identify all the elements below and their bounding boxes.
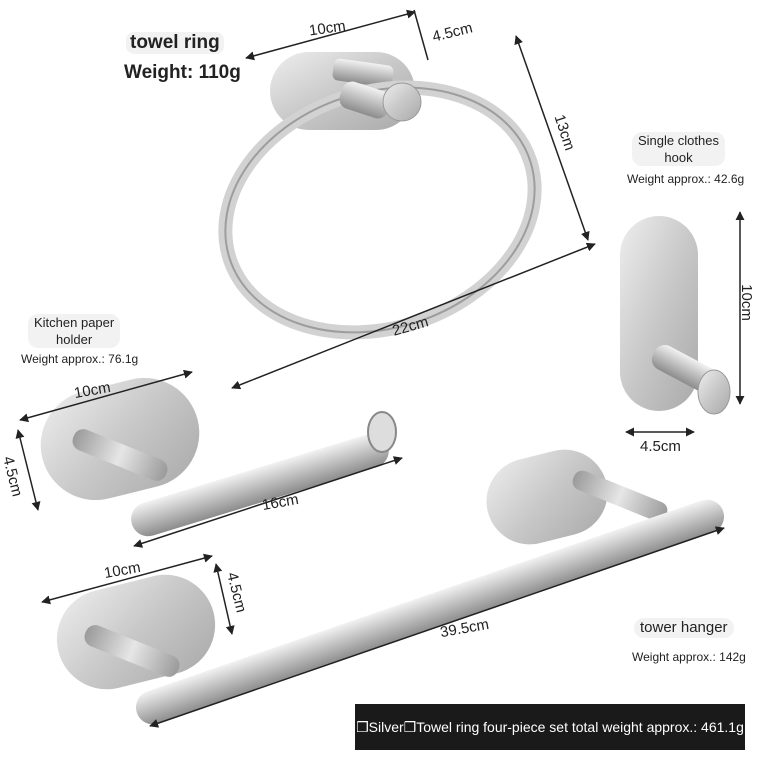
towel-ring-weight: Weight: 110g <box>124 62 241 83</box>
hook-height-label: 10cm <box>737 284 755 321</box>
towel-ring-illustration <box>218 52 542 340</box>
towel-bar-rod <box>135 499 725 725</box>
hook-weight: Weight approx.: 42.6g <box>627 172 745 186</box>
towel-ring-title: towel ring <box>126 32 224 54</box>
towel-ring-width-line <box>245 9 416 61</box>
paper-holder-width-line <box>19 369 193 423</box>
towel-ring-end-cap <box>382 82 422 122</box>
hook-end-cap <box>697 369 731 415</box>
towel-bar-weight: Weight approx.: 142g <box>632 650 746 664</box>
towel-ring-length-line <box>231 242 596 390</box>
towel-ring-height-line <box>514 35 590 241</box>
hook-title-line2: hook <box>664 150 693 165</box>
paper-holder-title-line1: Kitchen paper <box>34 315 115 330</box>
towel-bar-length-line <box>149 526 725 728</box>
total-weight-banner: ❒Silver❒Towel ring four-piece set total … <box>355 704 745 750</box>
paper-holder-weight: Weight approx.: 76.1g <box>21 352 139 366</box>
paper-holder-title-line2: holder <box>56 332 93 347</box>
hook-width-label: 4.5cm <box>640 438 681 455</box>
towel-ring-mount-post <box>332 58 394 88</box>
paper-holder-height-line <box>15 429 41 511</box>
towel-bar-right-arm <box>572 470 668 522</box>
paper-holder-end-cap <box>367 411 397 453</box>
towel-ring-joint <box>339 81 391 119</box>
towel-bar-title: tower hanger <box>634 618 734 638</box>
paper-holder-title: Kitchen paper holder <box>28 314 121 348</box>
paper-holder-wall-plate <box>40 377 200 501</box>
hook-title: Single clothes hook <box>632 132 725 166</box>
towel-ring-depth-line <box>413 9 429 61</box>
hook-title-line1: Single clothes <box>638 133 719 148</box>
towel-bar-right-plate <box>486 449 608 545</box>
clothes-hook-illustration <box>620 216 731 415</box>
